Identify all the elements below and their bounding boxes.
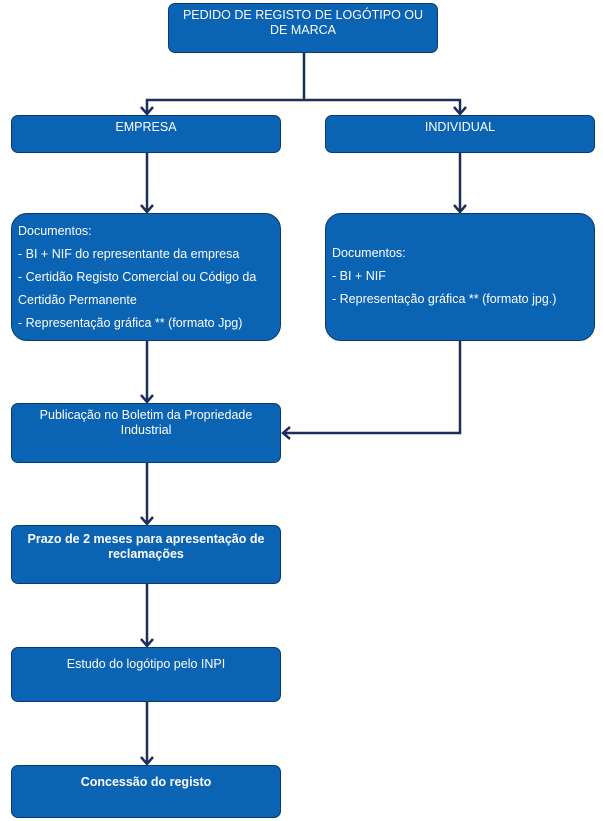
arrowhead-docs-empresa — [140, 204, 154, 214]
arrowhead-publicacao-side — [281, 426, 291, 440]
arrowhead-individual — [453, 106, 467, 116]
node-individual-label: INDIVIDUAL — [424, 120, 496, 134]
node-publicacao-boletim: Publicação no Boletim da Propriedade Ind… — [11, 403, 281, 463]
node-individual: INDIVIDUAL — [325, 115, 595, 153]
node-publicacao-line2: Industrial — [120, 423, 172, 437]
arrowhead-concessao — [140, 756, 154, 766]
node-pedido-registo-line2: DE MARCA — [270, 23, 336, 37]
node-publicacao-line1: Publicação no Boletim da Propriedade — [39, 408, 253, 422]
node-empresa: EMPRESA — [11, 115, 281, 153]
arrowhead-estudo — [140, 638, 154, 648]
node-estudo-logotipo: Estudo do logótipo pelo INPI — [11, 647, 281, 702]
node-prazo-line2: reclamações — [108, 547, 184, 561]
connector-docs-individual-publicacao — [283, 340, 462, 435]
docs-empresa-line: Certidão Permanente — [18, 293, 137, 307]
docs-individual-line: - Representação gráfica ** (formato jpg.… — [332, 292, 557, 306]
arrowhead-prazo — [140, 516, 154, 526]
node-estudo-label: Estudo do logótipo pelo INPI — [66, 657, 226, 671]
node-concessao-registo: Concessão do registo — [11, 765, 281, 818]
node-empresa-label: EMPRESA — [115, 120, 177, 134]
docs-empresa-line: Documentos: — [18, 224, 92, 238]
arrowhead-docs-individual — [453, 204, 467, 214]
node-documentos-individual: Documentos: - BI + NIF - Representação g… — [325, 213, 595, 341]
connector-root-split — [145, 52, 462, 114]
docs-empresa-line: - Certidão Registo Comercial ou Código d… — [18, 270, 257, 284]
node-prazo-reclamacoes: Prazo de 2 meses para apresentação de re… — [11, 525, 281, 584]
docs-individual-line: Documentos: — [332, 246, 406, 260]
node-pedido-registo: PEDIDO DE REGISTO DE LOGÓTIPO OU DE MARC… — [168, 3, 438, 53]
node-concessao-label: Concessão do registo — [80, 775, 212, 789]
node-documentos-empresa: Documentos: - BI + NIF do representante … — [11, 213, 281, 341]
docs-empresa-line: - Representação gráfica ** (formato Jpg) — [18, 316, 243, 330]
docs-empresa-line: - BI + NIF do representante da empresa — [18, 247, 240, 261]
docs-individual-line: - BI + NIF — [332, 269, 386, 283]
arrowhead-publicacao-top — [140, 394, 154, 404]
node-prazo-line1: Prazo de 2 meses para apresentação de — [27, 532, 265, 546]
node-pedido-registo-line1: PEDIDO DE REGISTO DE LOGÓTIPO OU — [182, 8, 424, 22]
arrowhead-empresa — [140, 106, 154, 116]
